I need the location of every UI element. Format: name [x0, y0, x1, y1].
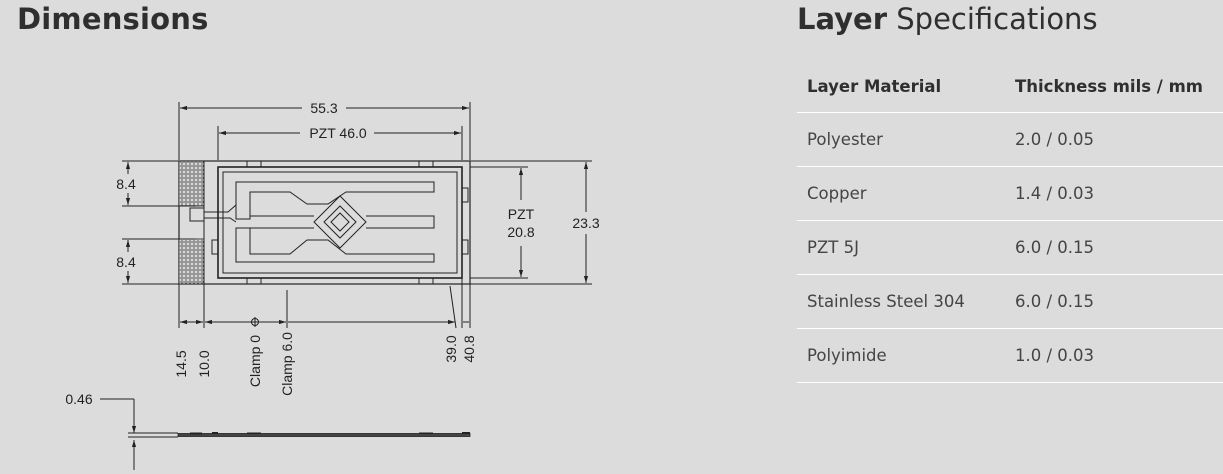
pzt-height-dimension: PZT 20.8 [470, 166, 535, 279]
overall-width-dimension: 55.3 [178, 100, 471, 160]
table-row: PZT 5J 6.0 / 0.15 [797, 220, 1223, 275]
tab-top-label: 8.4 [116, 176, 136, 192]
thickness-cell: 2.0 / 0.05 [1005, 112, 1223, 167]
table-header-row: Layer Material Thickness mils / mm [797, 60, 1223, 113]
material-cell: Stainless Steel 304 [797, 274, 1005, 329]
pzt-width-label: PZT 46.0 [309, 125, 367, 141]
x-14-5-label: 14.5 [173, 350, 189, 377]
tab-top-dimension: 8.4 [116, 160, 196, 207]
overall-height-dimension: 23.3 [470, 160, 600, 285]
table-row: Polyester 2.0 / 0.05 [797, 112, 1223, 167]
thickness-label: 0.46 [65, 391, 92, 407]
x-39-0-label: 39.0 [443, 335, 459, 362]
material-cell: Copper [797, 166, 1005, 221]
bottom-dimensions: 14.5 10.0 Clamp 0 Clamp 6.0 39.0 40.8 [173, 278, 477, 396]
tab-bottom-label: 8.4 [116, 254, 136, 270]
x-10-0-label: 10.0 [196, 350, 212, 377]
layer-specifications-title: Layer Specifications [797, 2, 1098, 36]
thickness-cell: 1.0 / 0.03 [1005, 328, 1223, 383]
material-cell: PZT 5J [797, 220, 1005, 275]
pzt-height-label-2: 20.8 [507, 224, 534, 240]
thickness-cell: 6.0 / 0.15 [1005, 220, 1223, 275]
side-view: 0.46 [65, 391, 471, 470]
tab-bottom-dimension: 8.4 [116, 238, 196, 285]
header-layer-material: Layer Material [797, 60, 1005, 113]
transducer-top-view [178, 160, 471, 285]
layer-title-bold: Layer [797, 2, 888, 36]
pzt-height-label-1: PZT [508, 206, 535, 222]
overall-height-label: 23.3 [572, 215, 599, 231]
x-40-8-label: 40.8 [461, 335, 477, 362]
material-cell: Polyester [797, 112, 1005, 167]
layer-spec-table: Layer Material Thickness mils / mm Polye… [797, 60, 1223, 383]
pzt-width-dimension: PZT 46.0 [217, 125, 463, 160]
layer-title-rest: Specifications [887, 2, 1098, 36]
header-thickness: Thickness mils / mm [1005, 60, 1223, 113]
clamp-0-label: Clamp 0 [247, 335, 263, 387]
dimension-drawing: 55.3 PZT 46.0 [65, 100, 600, 470]
thickness-cell: 1.4 / 0.03 [1005, 166, 1223, 221]
clamp-6-label: Clamp 6.0 [279, 332, 295, 396]
thickness-cell: 6.0 / 0.15 [1005, 274, 1223, 329]
table-row: Copper 1.4 / 0.03 [797, 166, 1223, 221]
table-row: Stainless Steel 304 6.0 / 0.15 [797, 274, 1223, 329]
overall-width-label: 55.3 [310, 100, 337, 116]
table-row: Polyimide 1.0 / 0.03 [797, 328, 1223, 383]
material-cell: Polyimide [797, 328, 1005, 383]
dimensions-title: Dimensions [17, 2, 209, 36]
